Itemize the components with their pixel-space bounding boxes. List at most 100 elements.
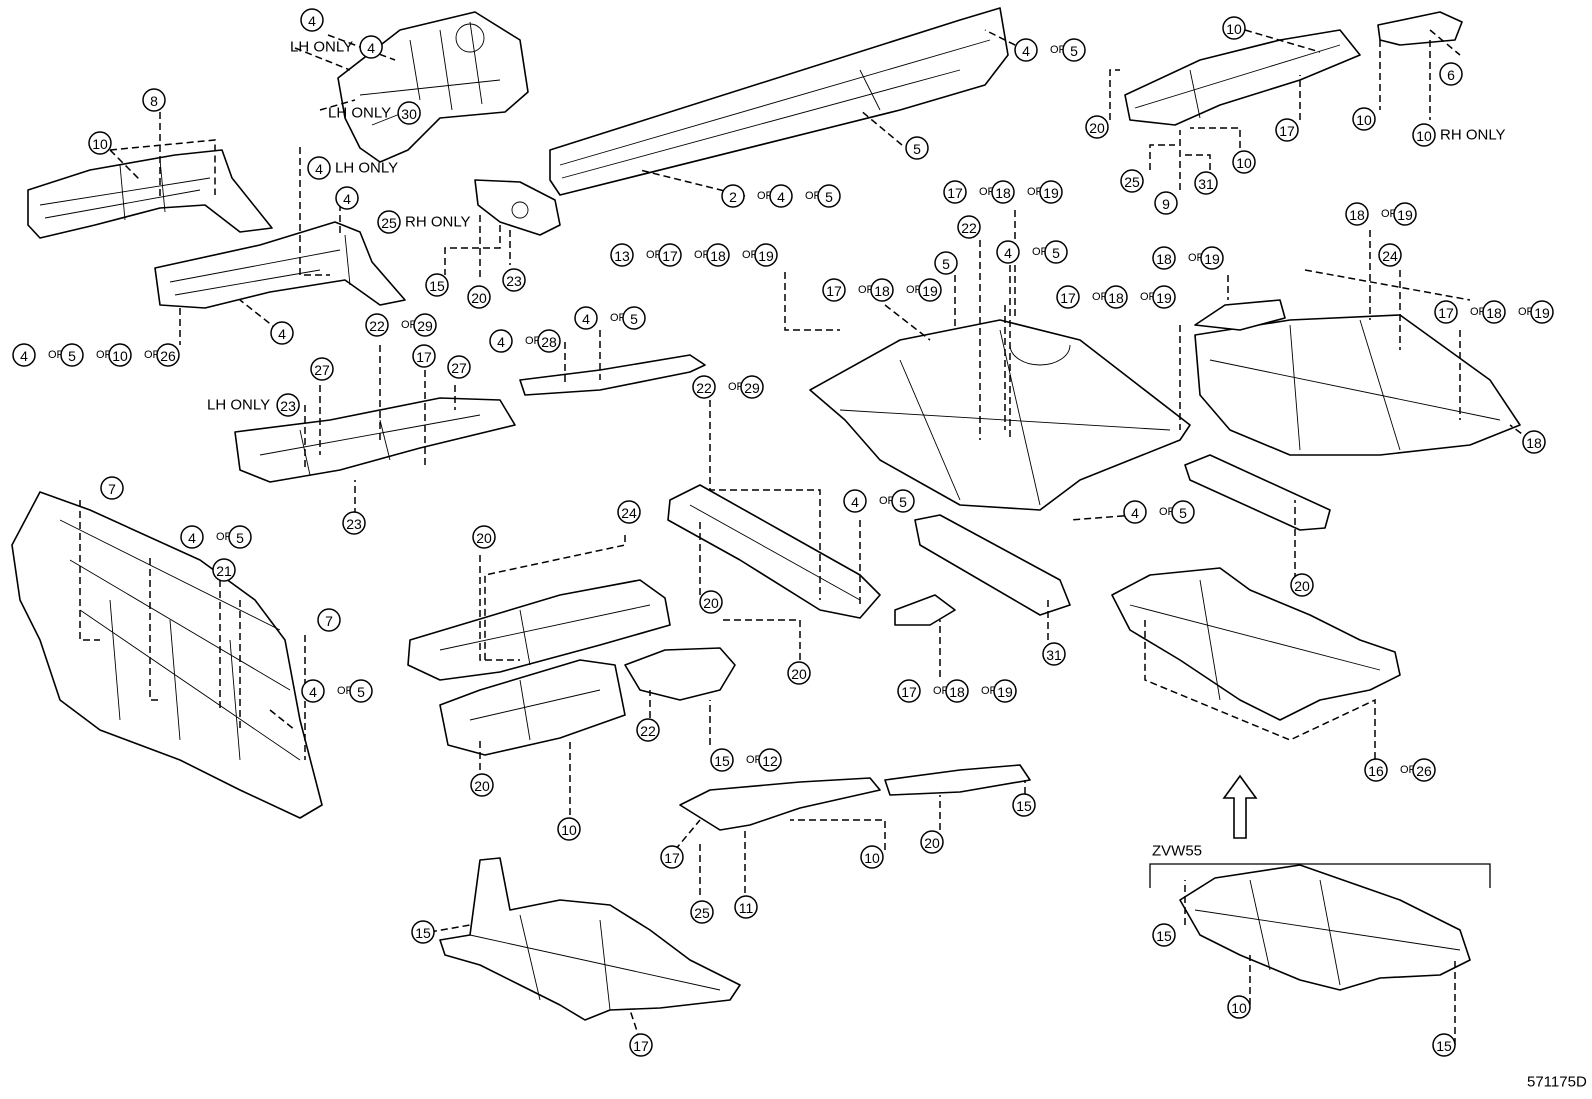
part-number-circle [1482,300,1506,324]
part-number: 19 [1043,185,1059,201]
part-number: 5 [1179,505,1187,521]
part-number-circle [991,180,1015,204]
part-number: 25 [381,215,397,231]
part-number: 15 [714,753,730,769]
part-number: 10 [1226,21,1242,37]
part-number-circle [301,679,325,703]
part-number: 20 [1294,578,1310,594]
callout: 22 [636,718,660,742]
part-number: 10 [1236,155,1252,171]
part-number-circle [1154,191,1178,215]
up-arrow-icon [1222,774,1258,839]
part-number-circle [629,1033,653,1057]
part-number: 22 [640,723,656,739]
part-number: 10 [864,850,880,866]
part-number-circle [787,661,811,685]
callout: 15 [1432,1033,1456,1057]
part-number: 5 [1052,245,1060,261]
part-number: 8 [150,93,158,109]
part-number: 19 [758,248,774,264]
part-number-circle [1378,243,1402,267]
or-label: OR [933,685,950,697]
part-number-circle [957,215,981,239]
part-number: 23 [346,516,362,532]
part-number-circle [891,489,915,513]
part-number-circle [1432,1033,1456,1057]
part-rocker-inner [679,777,881,831]
part-number: 7 [108,481,116,497]
part-number-circle [905,136,929,160]
callout: 10 [1352,107,1376,131]
part-number: 16 [1368,763,1384,779]
part-front-side-member-lower [154,221,406,309]
part-number: 17 [901,684,917,700]
callout-suffix: RH ONLY [405,214,471,231]
callout: 17 [629,1033,653,1057]
callout-suffix: RH ONLY [1440,127,1506,144]
callout: 25 [1120,169,1144,193]
part-rear-floor-bracket [1194,299,1286,331]
part-number: 19 [1156,290,1172,306]
zvw55-bracket [1149,774,1491,888]
part-number: 30 [401,106,417,122]
part-number: 17 [1438,305,1454,321]
part-number-circle [1222,16,1246,40]
part-number: 20 [471,290,487,306]
part-number-circle [1062,38,1086,62]
callout: 20 [920,830,944,854]
part-number: 5 [899,494,907,510]
part-number-circle [413,313,437,337]
part-floor-crossmember-center [667,484,881,619]
callout: 20 [470,773,494,797]
part-number: 6 [1447,67,1455,83]
part-number-circle [1194,171,1218,195]
part-number-circle [574,306,598,330]
part-number: 4 [315,161,323,177]
part-number: 28 [541,334,557,350]
part-dash-panel [11,491,323,819]
part-center-floor-crossmember [894,514,1071,626]
part-floor-tunnel [407,579,671,681]
part-number: 5 [825,189,833,205]
or-label: OR [742,249,759,261]
callout: 10 [88,131,112,155]
or-label: OR [646,249,663,261]
or-label: OR [1400,764,1417,776]
callout: 20 [467,285,491,309]
or-label: OR [144,349,161,361]
part-number: 18 [949,684,965,700]
part-number: 19 [1397,207,1413,223]
part-number: 18 [710,248,726,264]
part-number: 2 [729,189,737,205]
part-number: 24 [621,505,637,521]
part-number-circle [943,180,967,204]
or-label: OR [337,685,354,697]
part-number: 5 [942,256,950,272]
part-number-circle [1042,642,1066,666]
part-number-circle [397,101,421,125]
part-number: 17 [947,185,963,201]
part-number-circle [142,88,166,112]
part-number: 20 [924,835,940,851]
part-number: 18 [1486,305,1502,321]
or-label: OR [96,349,113,361]
part-number-circle [617,500,641,524]
callout: 5 [905,136,929,160]
or-label: OR [757,190,774,202]
callout: 20 [1290,573,1314,597]
callout: 20 [787,661,811,685]
part-number: 7 [325,613,333,629]
part-number: 4 [188,530,196,546]
part-number: 15 [429,278,445,294]
part-number-circle [1044,240,1068,264]
part-number-circle [1012,793,1036,817]
